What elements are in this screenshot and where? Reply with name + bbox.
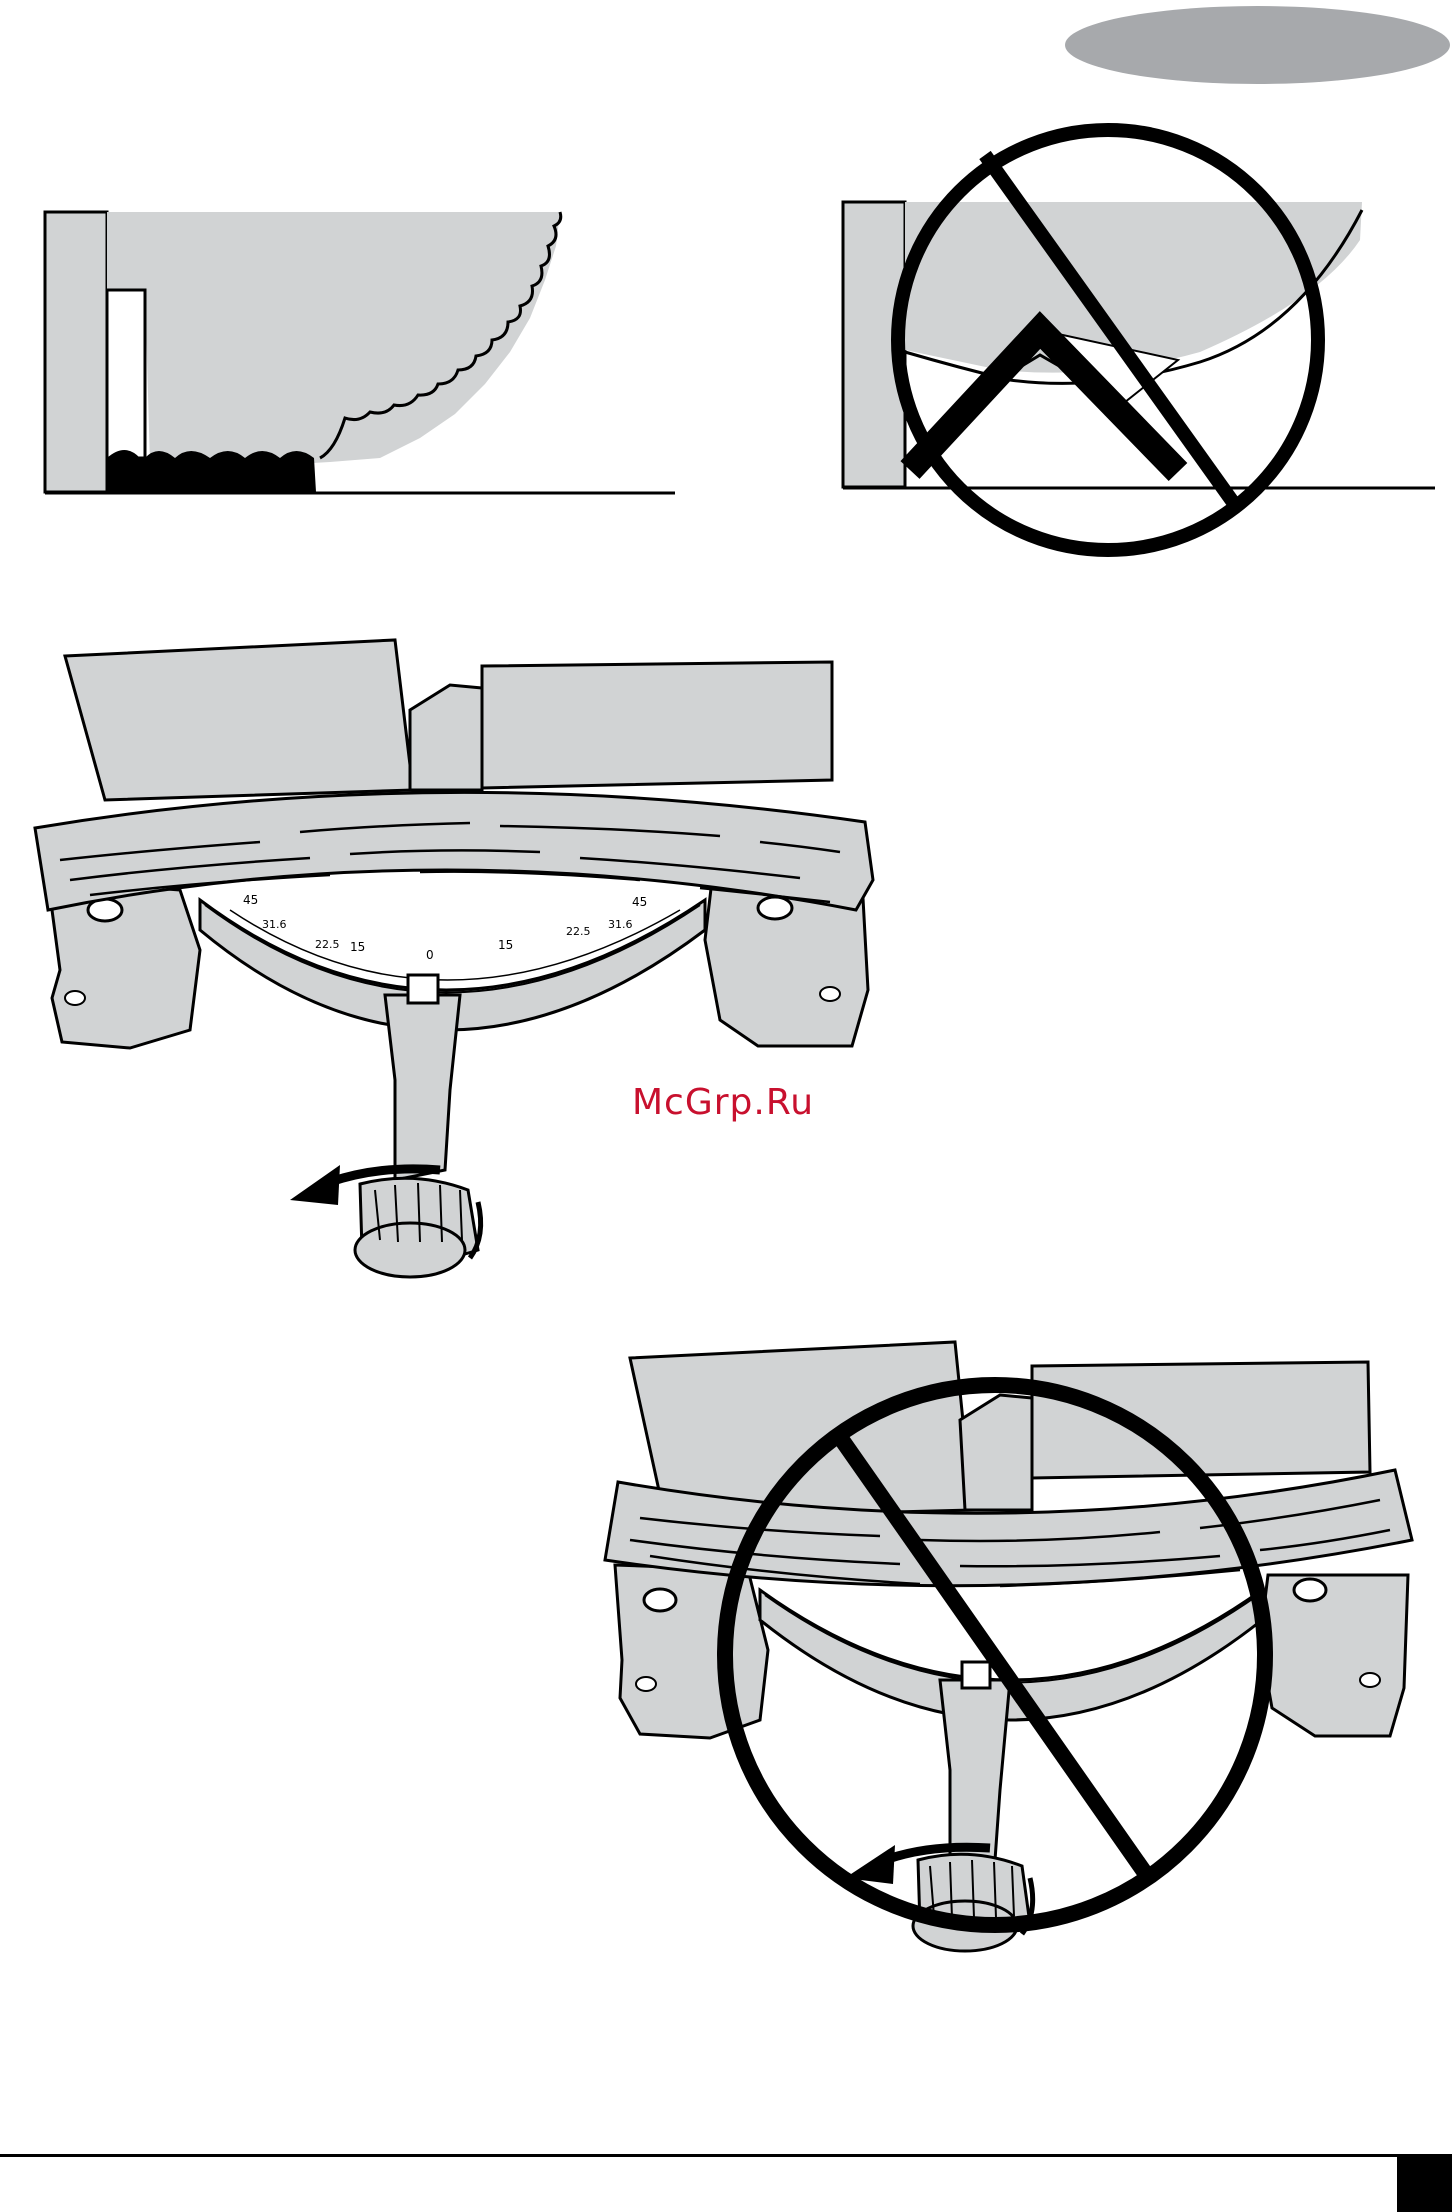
figure-correct-workpiece-support [0,610,900,1310]
figure-incorrect-blade-cut [0,0,1452,600]
watermark: McGrp.Ru [632,1082,814,1123]
figure-incorrect-workpiece-support [0,1300,1452,2100]
footer-rule [0,2154,1452,2157]
page-number-tab [1397,2157,1452,2212]
